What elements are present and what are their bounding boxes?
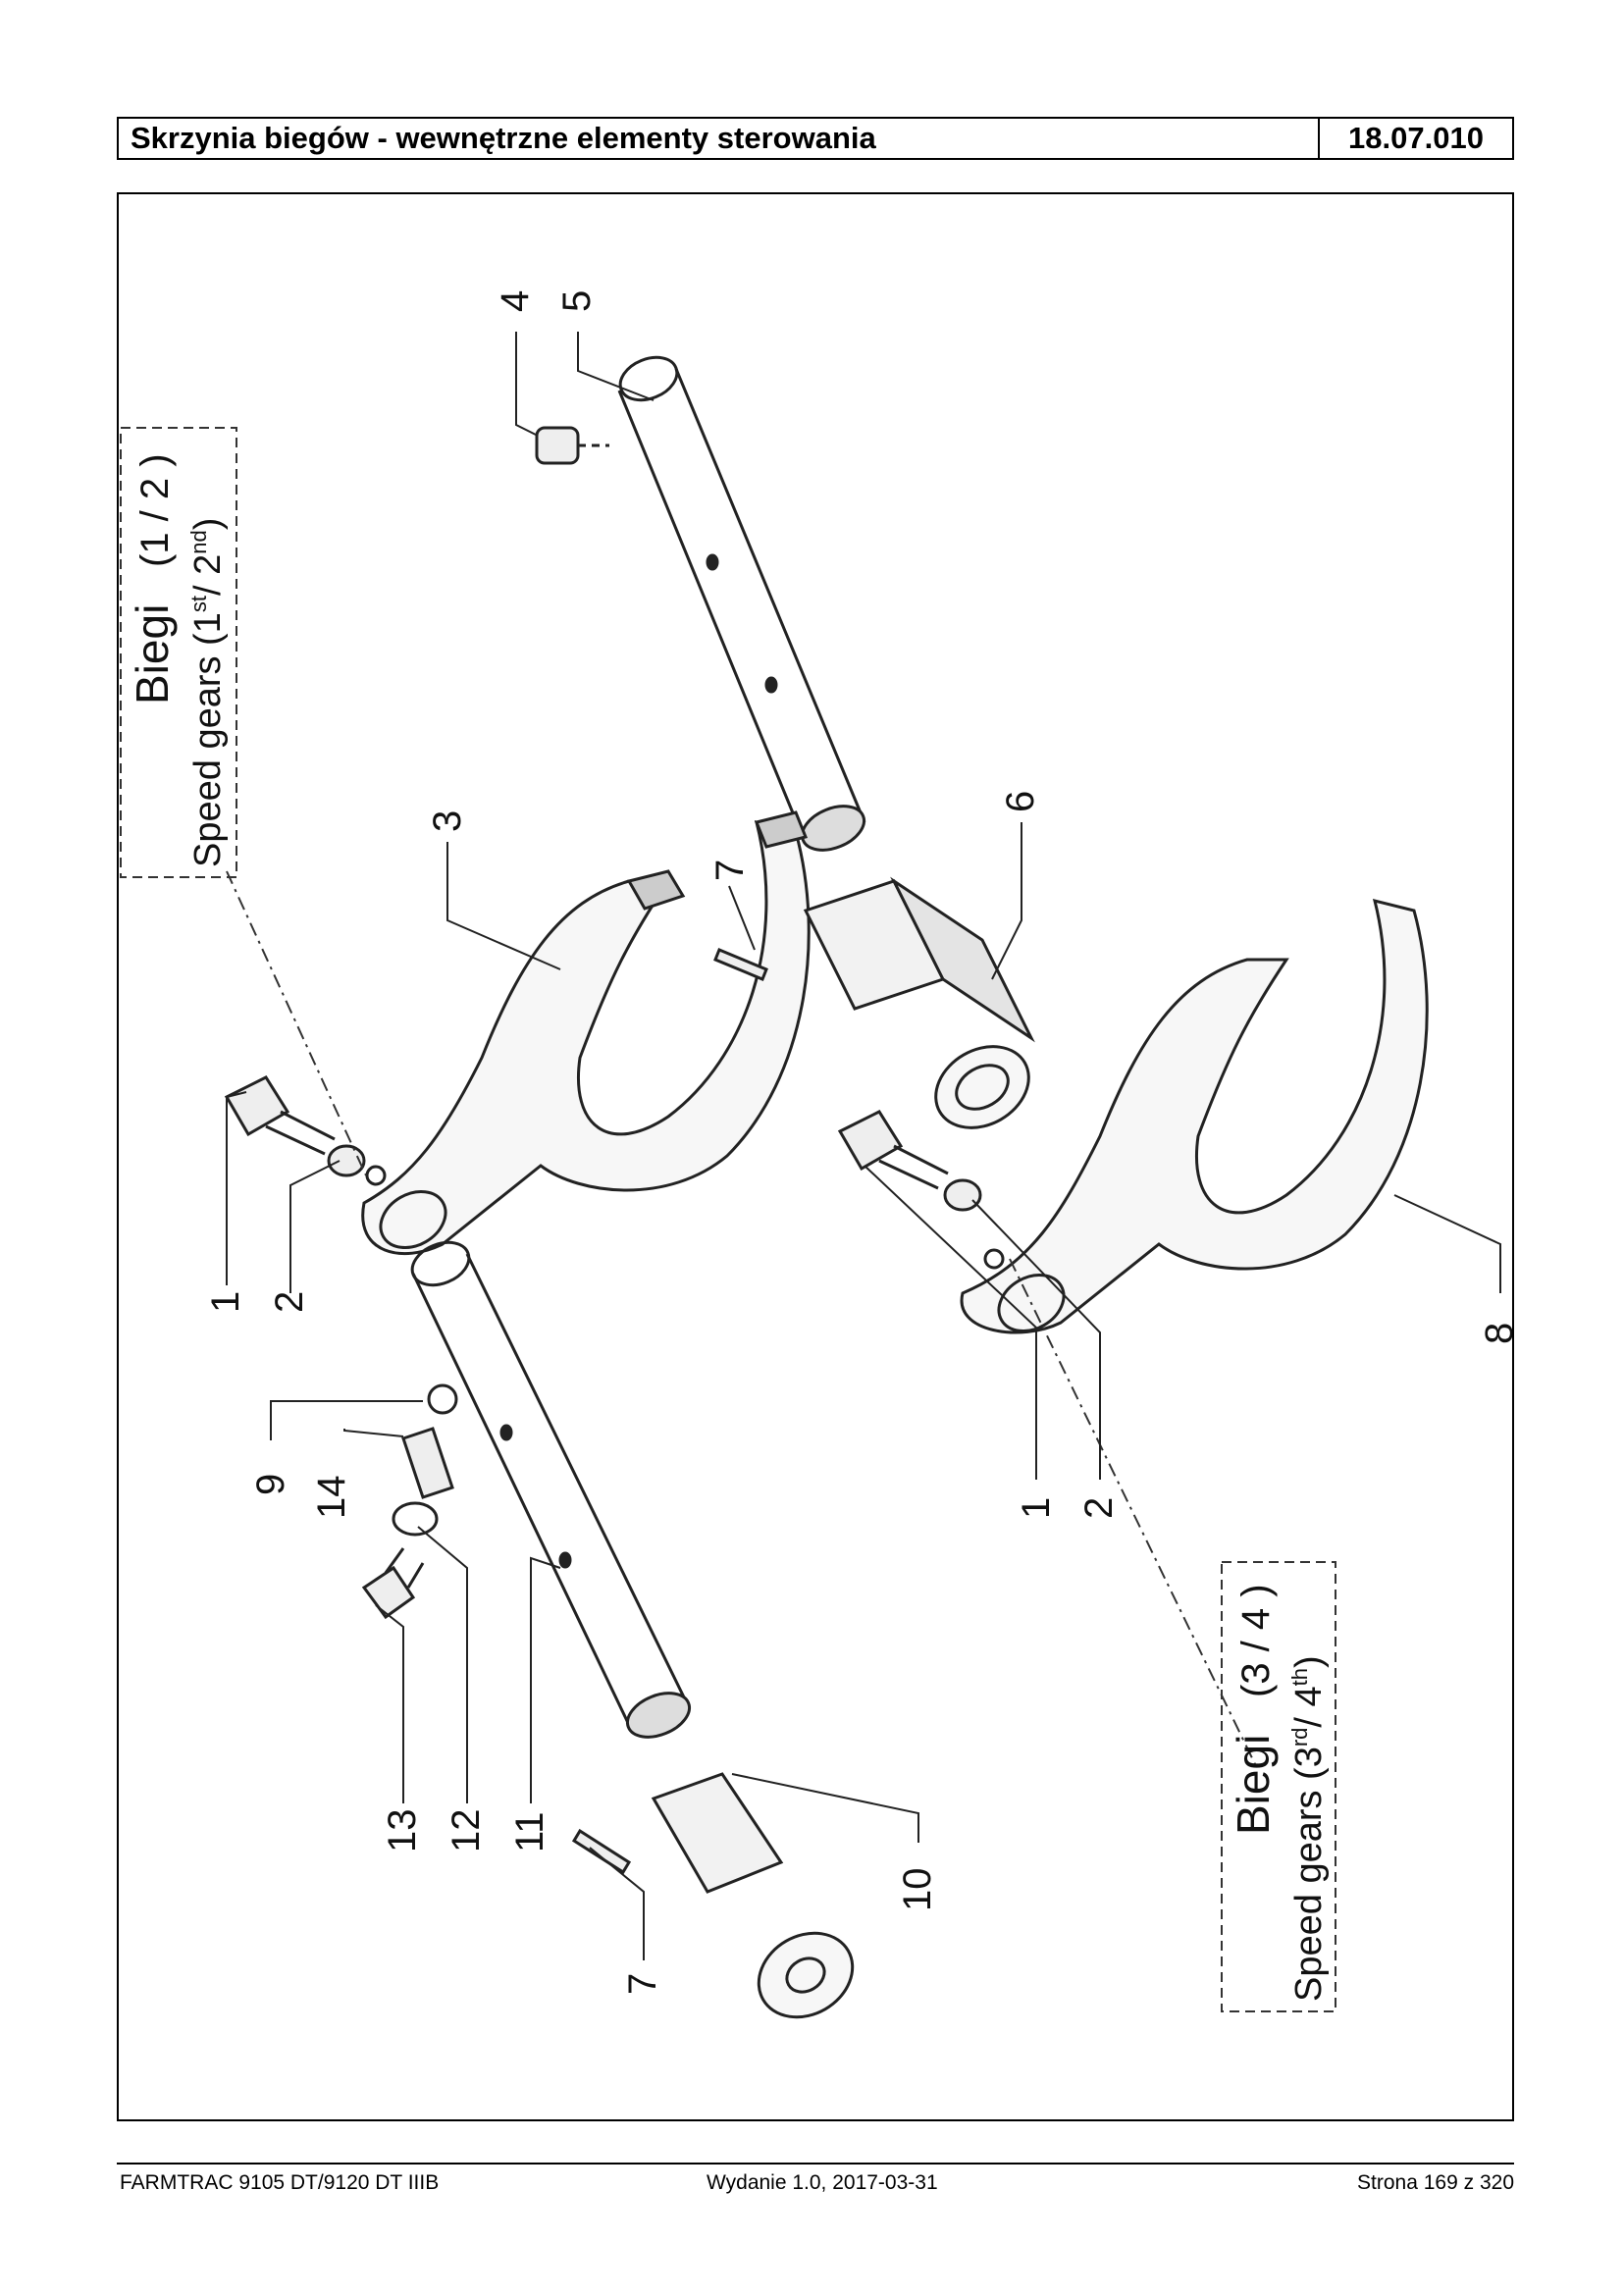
selector-10	[651, 1772, 855, 2019]
box-b-ratio: (3 / 4 )	[1234, 1584, 1278, 1697]
section-code: 18.07.010	[1318, 119, 1512, 158]
callout-label: 11	[508, 1811, 551, 1852]
callout-label: 9	[249, 1474, 292, 1495]
callout-label: 13	[381, 1809, 424, 1853]
shaft-lower-left	[410, 1240, 692, 1739]
footer-edition: Wydanie 1.0, 2017-03-31	[707, 2171, 938, 2194]
callout-label: 12	[445, 1809, 488, 1853]
callout-leaders	[226, 332, 1501, 1960]
box-b-speed: Speed gears (3	[1288, 1747, 1330, 2002]
bolt-and-washer-left	[224, 1075, 366, 1177]
box-a-speed: Speed gears (1	[187, 612, 229, 867]
callout-label: 3	[426, 810, 469, 832]
box-a-end: )	[187, 518, 229, 531]
box-b-end: )	[1288, 1655, 1330, 1668]
page-title: Skrzynia biegów - wewnętrzne elementy st…	[131, 121, 876, 155]
callout-label: 6	[999, 791, 1042, 812]
assembly-lines	[226, 870, 1258, 1769]
footer-rule	[117, 2163, 1514, 2165]
shaft-upper	[617, 355, 866, 852]
callout-label: 7	[708, 860, 752, 881]
callout-label: 14	[310, 1476, 353, 1520]
callout-label: 4	[494, 290, 537, 312]
callout-label: 8	[1478, 1323, 1512, 1344]
callout-label: 1	[1015, 1497, 1058, 1519]
detent-parts	[361, 1383, 458, 1620]
exploded-parts-drawing: 4 5 3 7 6 1 2 8 9 14 1 2 13 12 11 10 7 B…	[120, 290, 1512, 2019]
label-box-3-4: Biegi (3 / 4 ) Speed gears (3rd/ 4th)	[1221, 1561, 1336, 2012]
box-b-sup1: rd	[1287, 1728, 1312, 1747]
footer-page-number: Strona 169 z 320	[1357, 2171, 1514, 2194]
box-b-sup2: th	[1287, 1668, 1312, 1686]
callout-label: 10	[896, 1868, 939, 1912]
page-header: Skrzynia biegów - wewnętrzne elementy st…	[117, 117, 1514, 160]
fork-upper-left	[361, 810, 811, 1256]
svg-text:Speed gears (3rd/ 4th): Speed gears (3rd/ 4th)	[1287, 1655, 1330, 2002]
footer-model: FARMTRAC 9105 DT/9120 DT IIIB	[120, 2171, 440, 2194]
box-a-biegi: Biegi	[127, 604, 178, 704]
plug-part-4	[535, 426, 609, 465]
callout-label: 5	[555, 290, 599, 312]
diagram-frame: 4 5 3 7 6 1 2 8 9 14 1 2 13 12 11 10 7 B…	[117, 192, 1514, 2121]
callout-label: 2	[268, 1291, 311, 1313]
bolt-and-washer-right	[837, 1110, 982, 1212]
selector-block-6	[803, 876, 1035, 1129]
fork-right	[960, 898, 1429, 1334]
callout-numbers: 4 5 3 7 6 1 2 8 9 14 1 2 13 12 11 10 7	[204, 290, 1512, 1995]
callout-label: 2	[1077, 1497, 1121, 1519]
pin-upper	[713, 948, 768, 981]
callout-label: 7	[621, 1973, 664, 1995]
box-a-sup2: nd	[186, 530, 211, 553]
box-b-mid: / 4	[1288, 1686, 1330, 1727]
box-a-sup1: st	[186, 596, 211, 612]
box-b-biegi: Biegi	[1228, 1735, 1279, 1835]
callout-label: 1	[204, 1291, 247, 1313]
label-box-1-2: Biegi (1 / 2 ) Speed gears (1st/ 2nd)	[120, 427, 237, 878]
svg-text:Speed gears (1st/ 2nd): Speed gears (1st/ 2nd)	[186, 518, 229, 867]
box-a-mid: / 2	[187, 554, 229, 596]
pin-lower	[571, 1828, 632, 1875]
box-a-ratio: (1 / 2 )	[133, 453, 177, 567]
